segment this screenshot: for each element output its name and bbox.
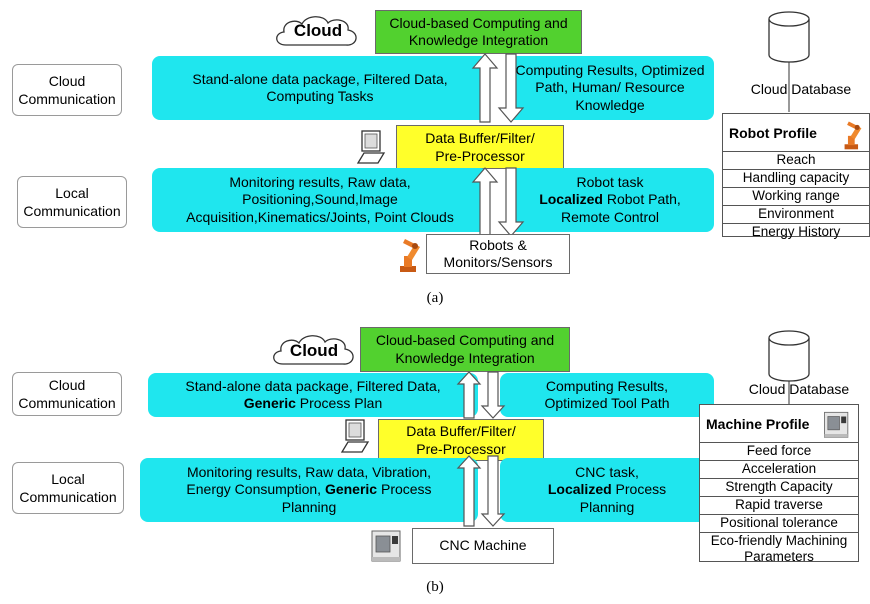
cloud-icon-b [273, 335, 354, 365]
local-download-box-b: CNC task, Localized Process Planning [500, 458, 714, 522]
cloud-communication-label-a: Cloud Communication [12, 64, 122, 116]
data-buffer-box-b: Data Buffer/Filter/ Pre-Processor [378, 419, 544, 461]
upload-data-box-b: Stand-alone data package, Filtered Data,… [148, 373, 478, 417]
local-upload-box-b: Monitoring results, Raw data, Vibration,… [140, 458, 478, 522]
caption-b: (b) [426, 579, 444, 595]
machine-profile-table: Machine Profile Feed force Acceleration … [699, 404, 859, 564]
profile-row: Feed force [700, 443, 858, 461]
database-icon-b [768, 330, 810, 382]
local-download-line2-a: Localized Robot Path, [539, 191, 681, 209]
local-upload-line1-b: Monitoring results, Raw data, Vibration, [186, 463, 432, 480]
local-upload-line2-b: Energy Consumption, Generic Process [186, 481, 431, 499]
profile-row: Strength Capacity [700, 479, 858, 497]
profile-row: Acceleration [700, 461, 858, 479]
machine-profile-title: Machine Profile [706, 415, 810, 432]
profile-row: Rapid traverse [700, 497, 858, 515]
down-arrow-b-bottom [480, 455, 506, 527]
data-buffer-box-a: Data Buffer/Filter/ Pre-Processor [396, 125, 564, 169]
cnc-machine-icon-profile [824, 411, 849, 438]
download-data-box-b: Computing Results, Optimized Tool Path [500, 373, 714, 417]
upload-line2-rest-b: Process Plan [295, 395, 383, 411]
local-upload-line2-post-b: Process [377, 481, 432, 498]
robot-arm-icon-a [400, 239, 420, 272]
cnc-machine-box-b: CNC Machine [412, 528, 554, 564]
caption-a: (a) [426, 290, 444, 306]
profile-row: Reach [723, 152, 869, 170]
robot-profile-table: Robot Profile Reach Handling capacity Wo… [722, 113, 870, 239]
local-upload-box-a: Monitoring results, Raw data, Positionin… [152, 168, 488, 232]
local-download-line2-rest-a: Robot Path, [602, 191, 681, 208]
local-communication-label-a: Local Communication [17, 176, 127, 228]
profile-row: Handling capacity [723, 170, 869, 188]
local-upload-line3-b: Planning [281, 498, 337, 515]
down-arrow-b-top [480, 371, 506, 419]
local-upload-line2-pre-b: Energy Consumption, [186, 481, 325, 498]
up-arrow-a-top [471, 53, 499, 123]
robots-sensors-box-a: Robots & Monitors/Sensors [426, 234, 570, 274]
local-download-line3-b: Planning [579, 498, 635, 515]
generic-bold-b1: Generic [243, 395, 296, 411]
cloud-database-label-b: Cloud Database [748, 381, 850, 397]
profile-row: Positional tolerance [700, 515, 858, 533]
computer-icon-a [356, 130, 386, 164]
cloud-computing-box-b: Cloud-based Computing and Knowledge Inte… [360, 327, 570, 372]
down-arrow-a-bottom [497, 167, 525, 237]
robot-profile-title: Robot Profile [729, 124, 817, 141]
download-data-box-a: Computing Results, Optimized Path, Human… [506, 56, 714, 120]
local-download-line2-b: Localized Process [548, 481, 666, 499]
profile-row: Environment [723, 206, 869, 224]
up-arrow-b-top [456, 371, 482, 419]
robot-arm-icon-profile [844, 121, 862, 150]
profile-row: Energy History [751, 224, 841, 239]
local-download-line1-a: Robot task [576, 173, 644, 190]
robot-profile-header: Robot Profile [723, 114, 869, 152]
upload-line1-b: Stand-alone data package, Filtered Data, [185, 377, 441, 394]
cloud-label-a: Cloud [293, 21, 343, 40]
upload-line2-b: Generic Process Plan [244, 395, 383, 413]
local-download-line2-rest-b: Process [611, 481, 667, 498]
profile-row: Eco-friendly Machining Parameters [710, 533, 848, 564]
cloud-label-b: Cloud [289, 341, 339, 360]
profile-row: Working range [723, 188, 869, 206]
localized-bold-b: Localized [547, 481, 612, 498]
local-download-line1-b: CNC task, [575, 463, 639, 480]
computer-icon-b [340, 419, 370, 453]
cloud-computing-box-a: Cloud-based Computing and Knowledge Inte… [375, 10, 582, 54]
localized-bold-a: Localized [539, 191, 603, 208]
cnc-machine-icon-b [371, 530, 401, 562]
upload-data-box-a: Stand-alone data package, Filtered Data,… [152, 56, 488, 120]
machine-profile-header: Machine Profile [700, 405, 858, 443]
cloud-communication-label-b: Cloud Communication [12, 372, 122, 416]
local-communication-label-b: Local Communication [12, 462, 124, 514]
local-download-line3-a: Remote Control [560, 208, 660, 225]
down-arrow-a-top [497, 53, 525, 123]
generic-bold-b2: Generic [324, 481, 378, 498]
local-download-box-a: Robot task Localized Robot Path, Remote … [506, 168, 714, 232]
cloud-database-label-a: Cloud Database [750, 81, 852, 97]
cloud-icon-a [276, 16, 357, 46]
database-icon-a [768, 11, 810, 63]
up-arrow-b-bottom [456, 455, 482, 527]
